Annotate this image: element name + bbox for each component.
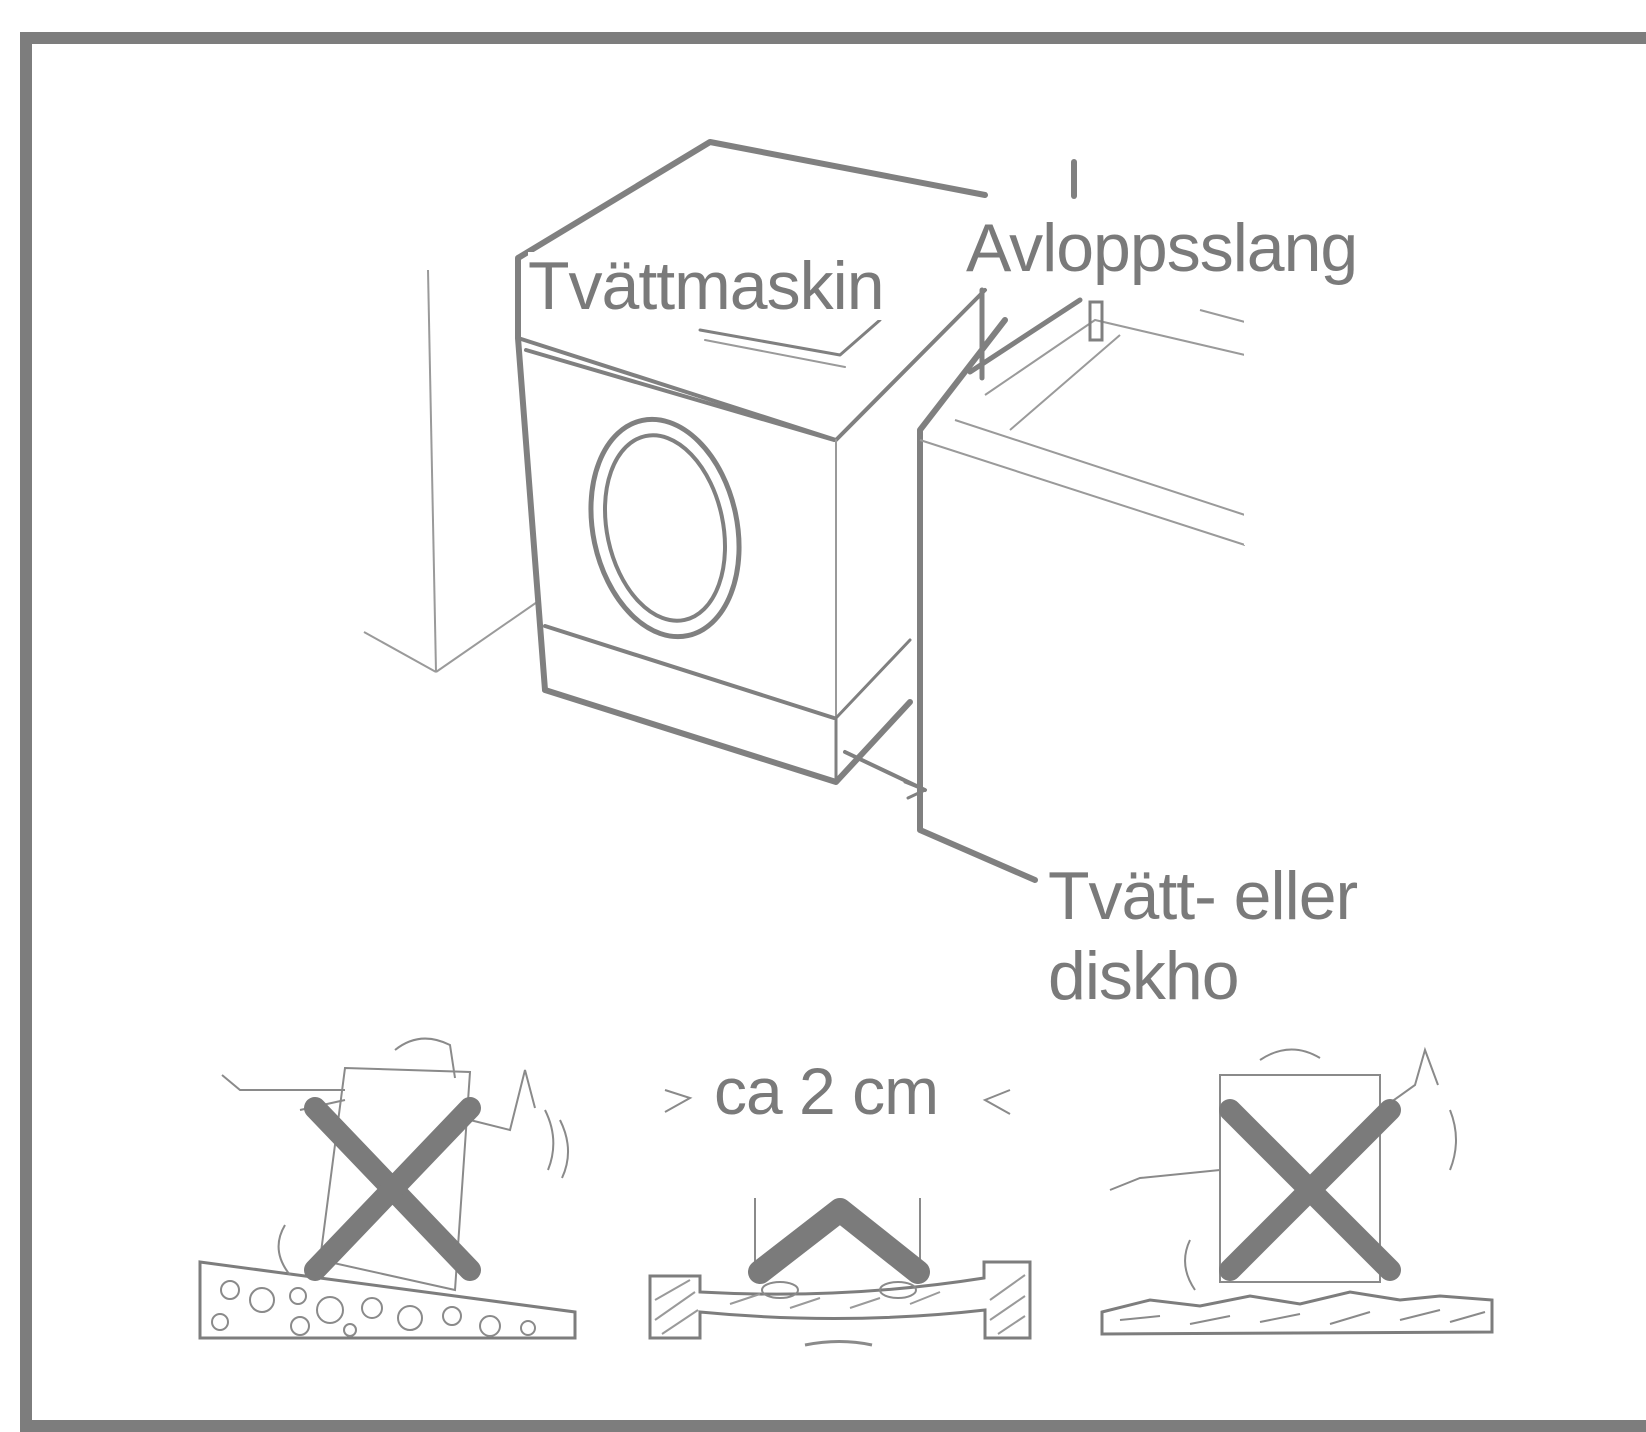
- installation-illustration: [198, 139, 1494, 1347]
- room-corner: [363, 269, 541, 673]
- gap-label: ca 2 cm: [714, 1054, 939, 1128]
- uneven-floor-figure: [198, 1037, 577, 1340]
- check-mark: [748, 1198, 930, 1284]
- drain-hose-label: Avloppsslang: [966, 210, 1358, 286]
- rugged-floor-figure: [1100, 1046, 1494, 1336]
- correct-installation-figure: [648, 1089, 1032, 1347]
- sink-label-line1: Tvätt- eller: [1048, 858, 1358, 934]
- sink-drawing: [919, 300, 1246, 546]
- sink-label: Tvätt- eller diskho: [1048, 856, 1408, 1016]
- drain-hose-drawing: [843, 159, 1083, 883]
- washing-machine-drawing: [515, 139, 988, 785]
- washing-machine-label: Tvättmaskin: [528, 248, 885, 324]
- cross-mark: [304, 1097, 481, 1281]
- sink-label-line2: diskho: [1048, 938, 1240, 1015]
- cross-mark: [1219, 1099, 1401, 1281]
